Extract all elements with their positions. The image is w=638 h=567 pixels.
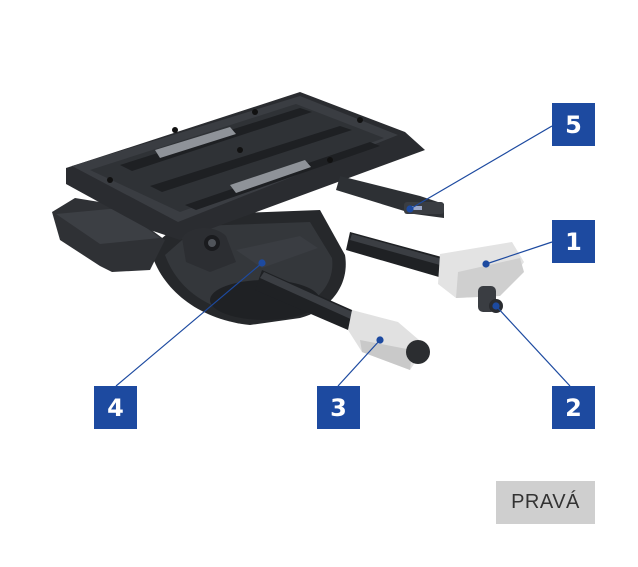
side-label-right: PRAVÁ <box>496 481 595 524</box>
leader-lines <box>115 125 571 387</box>
leader-dot-1 <box>482 260 490 268</box>
leader-line-3 <box>337 339 381 387</box>
leader-dot-5 <box>406 205 414 213</box>
leader-line-1 <box>485 241 553 265</box>
left-side-plate <box>52 198 165 272</box>
seat-plate <box>66 92 425 240</box>
center-pivot <box>182 227 318 272</box>
callout-badge-1: 1 <box>552 220 595 263</box>
callout-badge-4: 4 <box>94 386 137 429</box>
leader-dot-2 <box>492 302 500 310</box>
leader-dot-4 <box>258 259 266 267</box>
callout-badge-2: 2 <box>552 386 595 429</box>
callout-badge-3: 3 <box>317 386 360 429</box>
leader-line-5 <box>409 125 553 210</box>
leader-dot-3 <box>376 336 384 344</box>
leader-line-4 <box>115 262 263 387</box>
small-lever <box>336 176 444 218</box>
leader-line-2 <box>495 305 571 387</box>
right-lever-rod <box>346 232 524 313</box>
callout-badge-5: 5 <box>552 103 595 146</box>
